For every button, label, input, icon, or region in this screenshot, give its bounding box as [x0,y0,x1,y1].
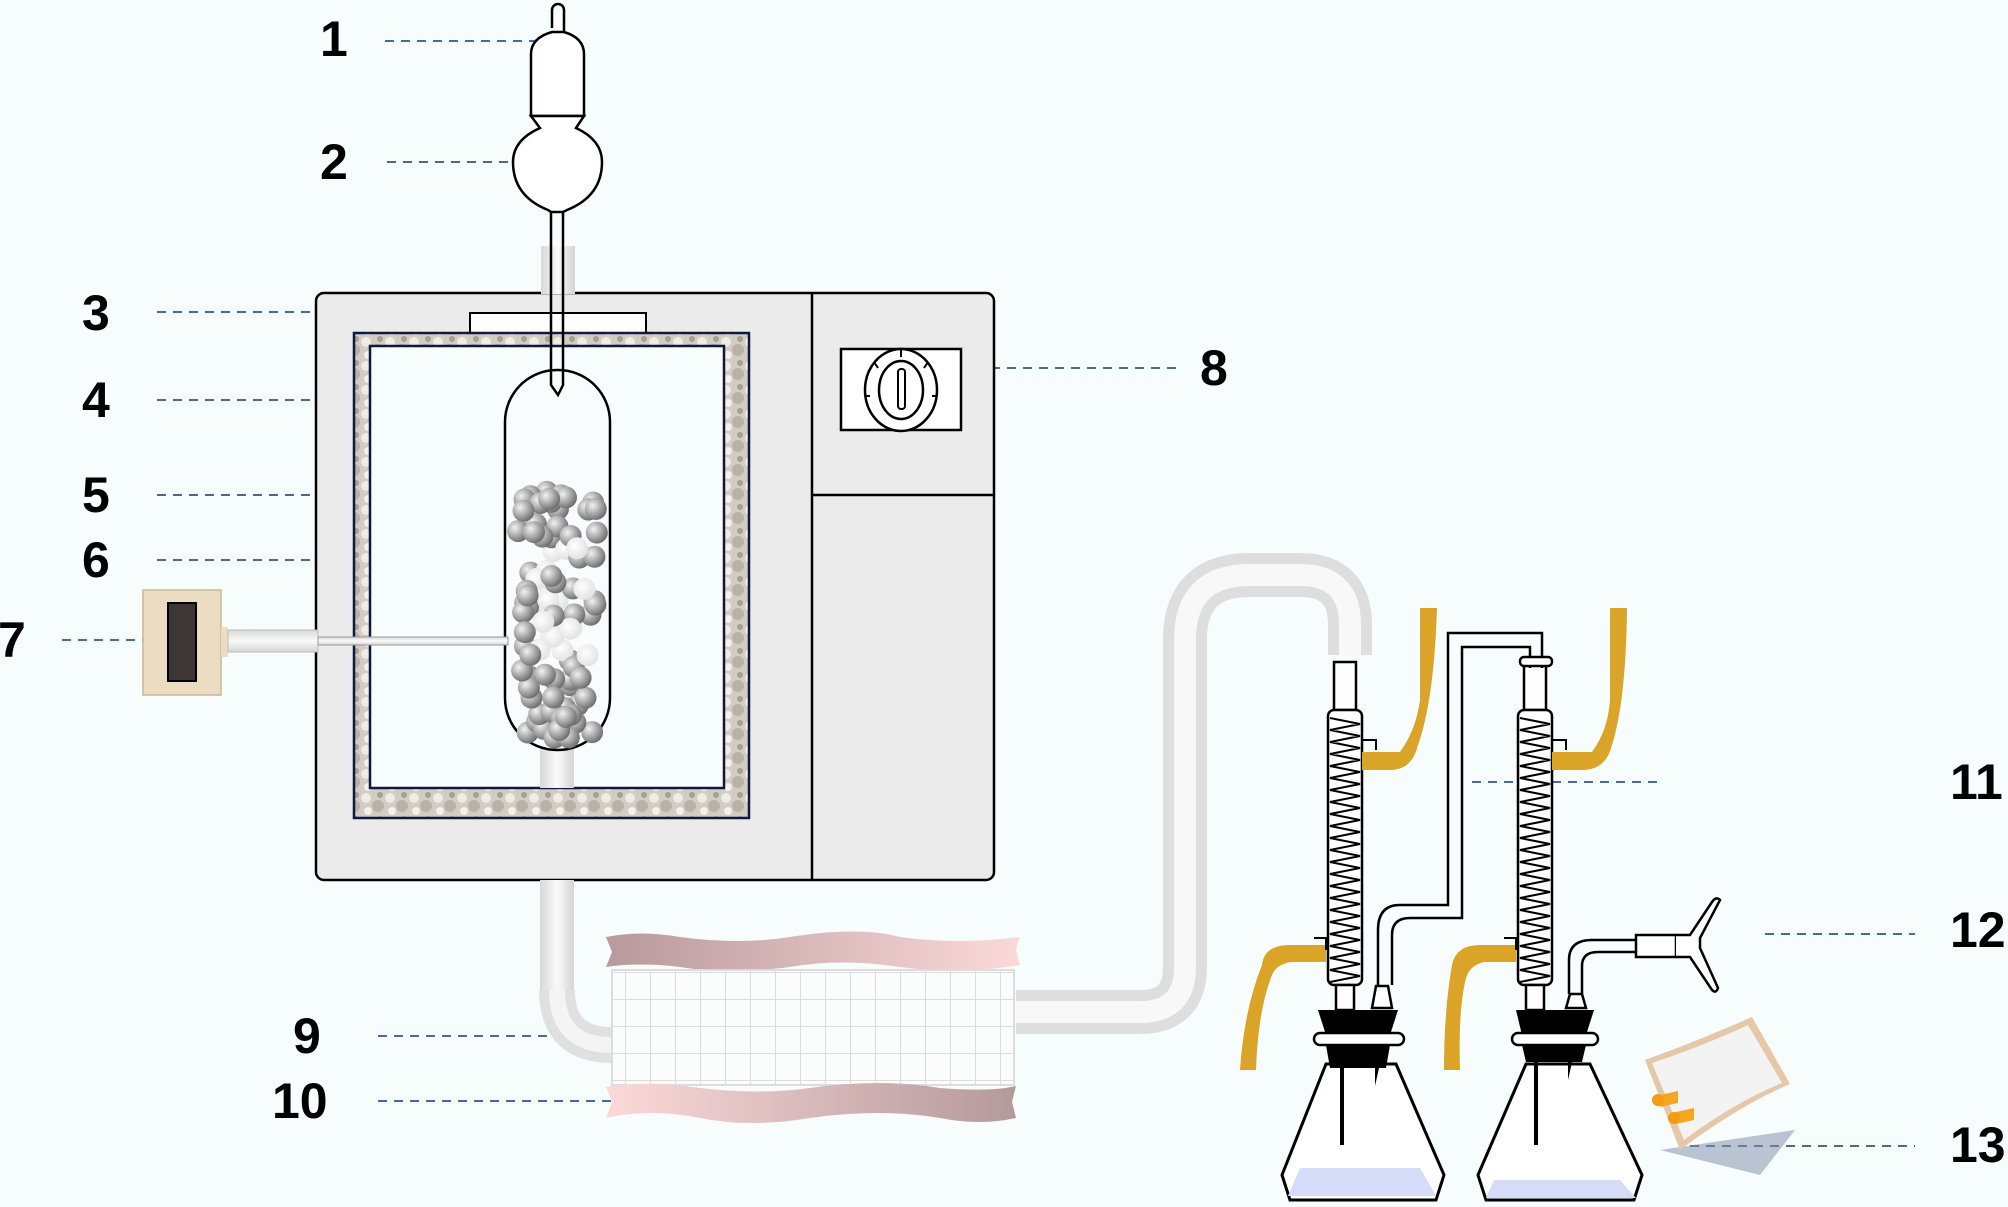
label-5: 5 [82,467,110,523]
label-9: 9 [293,1008,321,1064]
catalyst-particle [559,617,582,640]
label-11: 11 [1950,754,2003,810]
packing-particle [569,666,592,689]
catalyst-particle [532,610,555,633]
catalyst-particle [566,537,589,560]
packing-particle [542,686,565,709]
label-3: 3 [82,285,110,341]
packing-particle [583,545,606,568]
packing-particle [554,705,577,728]
packing-particle [516,584,539,607]
flask-2 [1476,1010,1644,1202]
packing-particle [584,593,607,616]
packing-particle [584,497,607,520]
packing-particle [507,520,530,543]
catalyst-particle [576,644,599,667]
gas-sampling-bag [1645,1017,1795,1175]
label-2: 2 [320,134,348,190]
outlet-pipe [539,880,613,1063]
packing-particle [512,499,535,522]
packing-particle [581,721,604,744]
packing-particle [555,486,577,509]
temperature-controller [839,347,963,433]
label-10: 10 [272,1073,328,1129]
flask-1 [1280,1010,1446,1202]
packing-particles [507,480,608,749]
transfer-pipe [1016,553,1372,1034]
thermocouple [142,589,509,696]
packing-particle [585,521,608,544]
packing-particle [513,621,536,644]
packing-particle [519,643,542,666]
condenser-2 [1516,660,1588,1012]
packing-particle [574,686,597,709]
packing-particle [523,521,545,544]
packing-particle [517,676,540,699]
label-8: 8 [1200,340,1228,396]
gas-outlet-y-connector [1567,897,1722,994]
label-12: 12 [1950,902,2006,958]
label-7: 7 [0,612,26,668]
cooling-hoses [1240,608,1627,1070]
packing-particle [538,487,561,510]
label-13: 13 [1950,1117,2006,1173]
packing-particle [534,663,556,686]
condenser-1 [1326,660,1394,1012]
catalyst-particle [573,577,596,600]
label-1: 1 [320,11,348,67]
label-6: 6 [82,532,110,588]
label-4: 4 [82,372,110,428]
connecting-tube [1376,631,1554,985]
inlet-pipe [541,246,575,294]
heat-exchanger [606,931,1020,1123]
packing-particle [540,565,563,587]
dropping-funnel [511,2,604,398]
packing-particle [512,601,535,624]
